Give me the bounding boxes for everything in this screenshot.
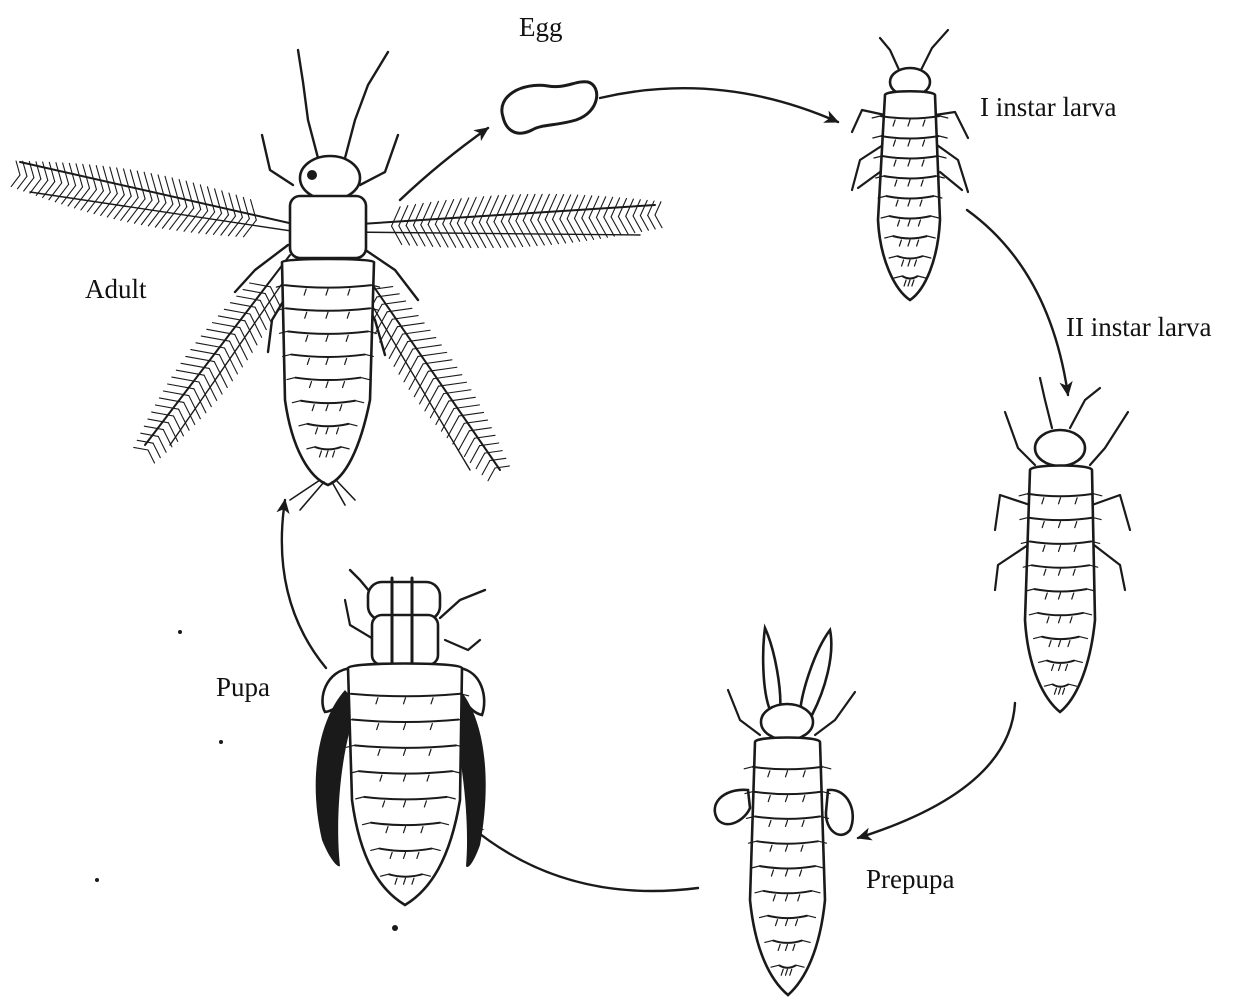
label-egg: Egg [519, 14, 563, 41]
arrow-instar2-to-prepupa [858, 703, 1015, 838]
label-instar1: I instar larva [980, 94, 1116, 121]
arrow-instar1-to-instar2 [967, 210, 1068, 395]
label-prepupa: Prepupa [866, 866, 954, 893]
arrow-egg-to-instar1 [600, 88, 838, 122]
adult-wing-left-lower [134, 255, 295, 463]
speck [178, 630, 182, 634]
arrow-adult-to-egg [400, 128, 488, 200]
label-instar2: II instar larva [1066, 314, 1211, 341]
speck [95, 878, 99, 882]
adult-wing-right-upper [345, 194, 662, 247]
instar2-larva-illustration [995, 378, 1130, 712]
label-pupa: Pupa [216, 674, 270, 701]
label-adult: Adult [85, 276, 147, 303]
pupa-illustration [316, 570, 486, 905]
speck [392, 925, 398, 931]
adult-wing-left-upper [11, 161, 298, 237]
arrow-prepupa-to-pupa [470, 826, 698, 891]
egg-illustration [502, 82, 597, 133]
speck [219, 740, 223, 744]
instar1-larva-illustration [852, 30, 968, 300]
arrow-pupa-to-adult [282, 500, 326, 668]
prepupa-illustration [715, 628, 855, 995]
